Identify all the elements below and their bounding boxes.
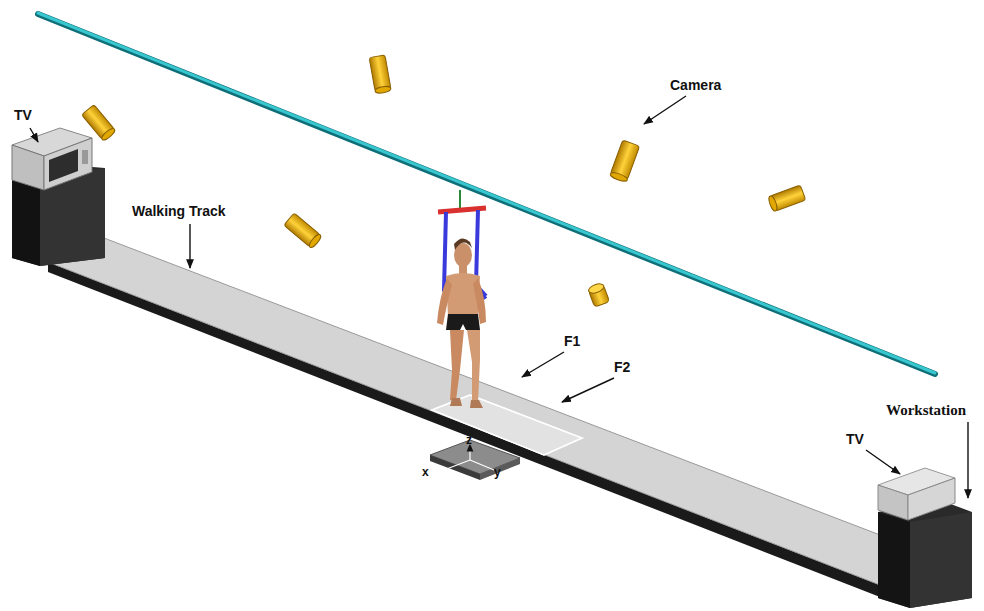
- axis-label: y: [494, 466, 501, 479]
- force-plate-block-part: [470, 460, 494, 470]
- walking-track-part: [48, 262, 880, 597]
- leader-arrows-part: [189, 224, 190, 268]
- leader-arrows-part: [562, 378, 614, 402]
- walking-person-part: [446, 314, 480, 330]
- leader-arrows-part: [522, 352, 564, 377]
- leader-arrows-part: [30, 128, 38, 142]
- cameras-part: [369, 55, 391, 94]
- right-tv-workstation-part: [878, 512, 910, 608]
- cameras: [82, 55, 806, 307]
- walking-person-part: [467, 330, 480, 402]
- walking-person-part: [450, 330, 464, 400]
- cameras-part-part: [100, 127, 116, 142]
- cameras-part: [767, 185, 805, 212]
- right-tv-workstation-part: [910, 512, 972, 608]
- left-tv-stand: [12, 128, 105, 266]
- left-tv-stand-part: [12, 145, 44, 190]
- harness-part: [459, 190, 461, 210]
- cameras-part-part: [308, 233, 323, 249]
- device-label: TV: [846, 432, 864, 447]
- walking-person-part: [459, 264, 467, 274]
- cameras-part-part: [369, 55, 391, 91]
- plate-label: F2: [614, 360, 630, 375]
- right-tv-workstation-part: [878, 500, 972, 608]
- walking-track-part: [48, 238, 935, 585]
- leader-arrows-part: [866, 450, 900, 474]
- force-plate-block-part: [430, 455, 480, 480]
- force-plate-block-part: [480, 458, 520, 480]
- right-tv-workstation-part: [878, 485, 908, 520]
- left-tv-stand-part: [44, 138, 92, 190]
- left-tv-stand-part: [49, 149, 78, 182]
- cameras-part: [587, 282, 609, 307]
- walking-track: [48, 238, 935, 597]
- device-label: Workstation: [886, 402, 966, 419]
- cameras-part: [609, 140, 639, 183]
- right-tv-workstation: [878, 468, 972, 608]
- force-plate-block-part: [444, 460, 470, 470]
- walking-person: [437, 238, 486, 408]
- leader-arrows: [30, 96, 968, 498]
- axis-label: x: [422, 466, 429, 479]
- right-tv-workstation-part: [908, 478, 955, 520]
- walking-person-part: [454, 238, 472, 250]
- walking-person-part: [470, 400, 483, 408]
- device-label: TV: [14, 108, 32, 123]
- walking-person-part: [446, 273, 480, 319]
- cameras-part-part: [767, 195, 778, 212]
- device-label: Camera: [670, 78, 721, 93]
- walking-person-part: [450, 398, 462, 406]
- plate-label: F1: [564, 334, 580, 349]
- cameras-part: [82, 105, 117, 142]
- cameras-part: [284, 213, 323, 249]
- cameras-part-part: [375, 85, 392, 94]
- track-label: Walking Track: [132, 204, 226, 219]
- left-tv-stand-part: [82, 150, 88, 164]
- cameras-part-part: [587, 282, 605, 295]
- cameras-part-part: [609, 171, 628, 183]
- leader-arrows-part: [967, 422, 968, 498]
- force-plate-block: [430, 440, 520, 480]
- axis-label: z: [466, 434, 472, 447]
- leader-arrows-part: [644, 96, 686, 124]
